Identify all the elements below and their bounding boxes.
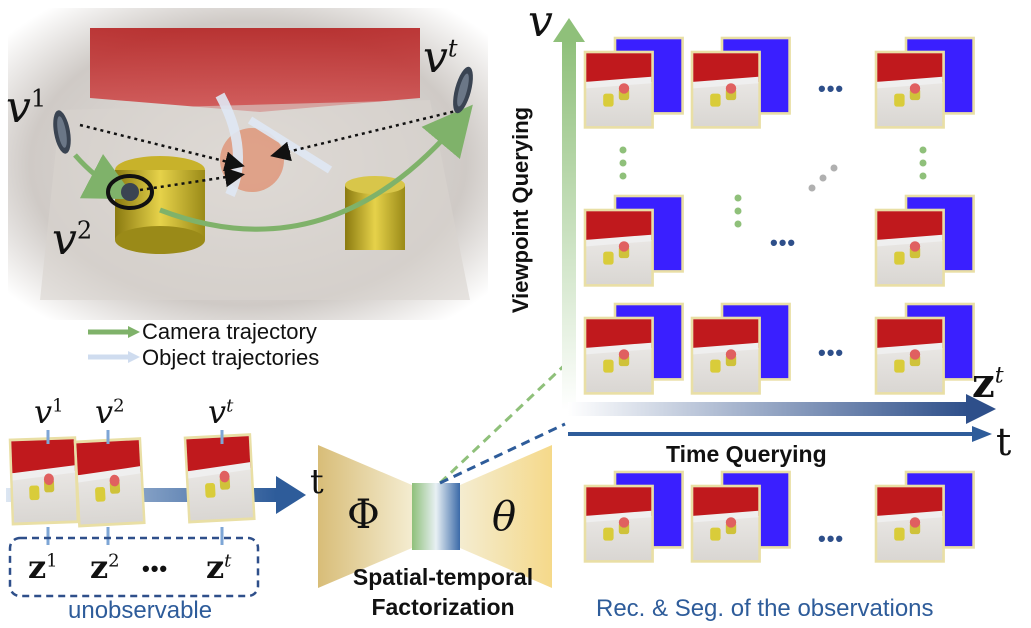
legend-object-arrow bbox=[88, 351, 140, 363]
factorization-model bbox=[318, 445, 552, 588]
latent-z-t: zt bbox=[206, 548, 232, 586]
frame-ticks bbox=[46, 430, 224, 545]
camera-icon bbox=[53, 110, 71, 154]
reconstruction-row bbox=[583, 470, 975, 563]
bottom-caption: Rec. & Seg. of the observations bbox=[596, 595, 934, 622]
model-caption-line1: Spatial-temporal bbox=[352, 564, 534, 590]
time-querying-label: Time Querying bbox=[666, 441, 827, 467]
legend-camera-arrow bbox=[88, 326, 140, 338]
camera-trajectory bbox=[73, 104, 473, 232]
latent-z-2: z2 bbox=[90, 548, 120, 586]
t-axis bbox=[568, 426, 992, 442]
grid-row-bottom bbox=[583, 302, 975, 395]
legend-camera-label: Camera trajectory bbox=[142, 319, 317, 344]
frame-label-1: v1 bbox=[34, 393, 64, 431]
observation-frame bbox=[73, 437, 146, 528]
z-axis-label: zt bbox=[972, 360, 1004, 407]
blue-dashed-link bbox=[439, 422, 566, 485]
v-axis bbox=[553, 18, 585, 410]
v-axis-label: v bbox=[528, 0, 553, 47]
camera-icon bbox=[453, 66, 473, 114]
grid-ellipsis-top: ••• bbox=[818, 76, 845, 101]
latent-z-1: z1 bbox=[28, 548, 58, 586]
view-rays bbox=[79, 108, 461, 192]
viewpoint-label-2: v2 bbox=[52, 214, 93, 265]
frame-label-2: v2 bbox=[95, 393, 125, 431]
observation-frame bbox=[183, 433, 256, 524]
model-caption: Spatial-temporal Factorization bbox=[318, 562, 568, 622]
viewpoint-querying-label: Viewpoint Querying bbox=[508, 106, 533, 314]
grid-row-top bbox=[583, 36, 975, 129]
eye-icon bbox=[106, 174, 154, 210]
model-caption-line2: Factorization bbox=[371, 594, 515, 620]
decoder-symbol: θ bbox=[492, 494, 517, 540]
encoder-symbol: Φ bbox=[347, 492, 380, 538]
t-axis-label: t bbox=[996, 420, 1012, 464]
grid-ellipsis-middle: ••• bbox=[770, 230, 797, 255]
frame-label-t: vt bbox=[208, 393, 234, 431]
unobservable-caption: unobservable bbox=[68, 597, 213, 624]
vertical-dots bbox=[619, 146, 927, 228]
diagonal-dots bbox=[808, 164, 838, 192]
timeline-t-label: t bbox=[310, 462, 324, 502]
observation-frame bbox=[8, 436, 80, 526]
grid-ellipsis-bottom: ••• bbox=[818, 340, 845, 365]
viewpoint-label-1: v1 bbox=[6, 82, 47, 133]
unobservable-box bbox=[8, 536, 260, 598]
recon-ellipsis: ••• bbox=[818, 526, 845, 551]
latent-ellipsis: ••• bbox=[142, 556, 169, 581]
viewpoint-label-t: vt bbox=[423, 32, 458, 83]
legend-object-label: Object trajectories bbox=[142, 345, 320, 370]
z-axis bbox=[568, 394, 996, 424]
